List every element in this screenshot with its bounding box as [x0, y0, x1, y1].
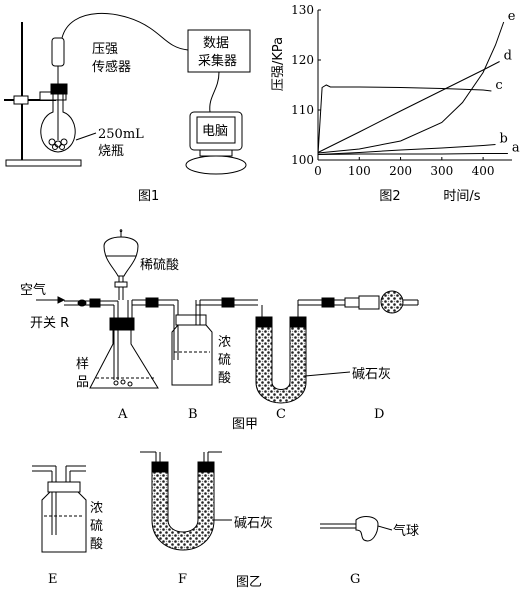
fig1-apparatus [4, 12, 251, 175]
series-label-e: e [508, 9, 516, 24]
series-line-a [317, 153, 508, 155]
x-tick-label: 300 [430, 164, 453, 178]
fig-yi-caption: 图乙 [236, 575, 262, 590]
conc-acid-b-1: 浓 [218, 335, 231, 350]
series-line-b [317, 144, 496, 155]
y-tick-label: 100 [291, 153, 314, 167]
x-tick-label: 400 [472, 164, 495, 178]
sensor-label-1: 压强 [92, 42, 118, 57]
label-d: D [374, 407, 384, 422]
conc-acid-b-3: 酸 [218, 371, 231, 386]
computer-label: 电脑 [202, 124, 228, 139]
fig-yi-apparatus [32, 451, 393, 553]
fig1-caption: 图1 [138, 189, 159, 204]
conc-acid-b-2: 硫 [218, 353, 231, 368]
series-line-e [317, 21, 505, 154]
flask-volume: 250mL [98, 127, 144, 142]
fig-jia-caption: 图甲 [232, 417, 258, 432]
conc-acid-e-2: 硫 [90, 519, 103, 534]
y-tick-label: 110 [291, 103, 314, 117]
x-axis-label: 时间/s [443, 189, 480, 204]
collector-label-1: 数据 [203, 36, 229, 51]
series-label-b: b [499, 132, 507, 147]
sensor-label-2: 传感器 [92, 59, 131, 75]
balloon-label: 气球 [393, 523, 419, 539]
label-f: F [178, 572, 187, 587]
series-label-a: a [512, 141, 520, 156]
conc-acid-e-3: 酸 [90, 537, 103, 552]
y-tick-label: 130 [291, 3, 314, 17]
label-c: C [276, 407, 286, 422]
x-tick-label: 100 [348, 164, 371, 178]
dilute-acid-label: 稀硫酸 [140, 258, 179, 273]
y-tick-label: 120 [291, 53, 314, 67]
label-a: A [117, 407, 128, 422]
x-tick-label: 200 [389, 164, 412, 178]
fig2-caption: 图2 [379, 189, 400, 204]
y-axis-label: 压强/KPa [271, 37, 286, 91]
sample-label-1: 样 [76, 357, 89, 372]
flask-label: 烧瓶 [98, 144, 124, 159]
switch-r-label: 开关 R [30, 316, 69, 331]
label-b: B [188, 407, 198, 422]
air-label: 空气 [20, 282, 46, 298]
conc-acid-e-1: 浓 [90, 501, 103, 516]
collector-label-2: 采集器 [198, 53, 237, 69]
series-line-d [317, 61, 500, 153]
soda-lime-label: 碱石灰 [352, 367, 391, 382]
sample-label-2: 品 [76, 375, 89, 390]
x-tick-label: 0 [314, 164, 322, 178]
label-g: G [350, 572, 360, 587]
series-label-c: c [495, 78, 502, 93]
series-label-d: d [504, 49, 512, 64]
label-e: E [48, 572, 58, 587]
series-line-c [317, 84, 492, 155]
fig-jia-apparatus [36, 229, 419, 404]
soda-lime-f-label: 碱石灰 [234, 516, 273, 531]
